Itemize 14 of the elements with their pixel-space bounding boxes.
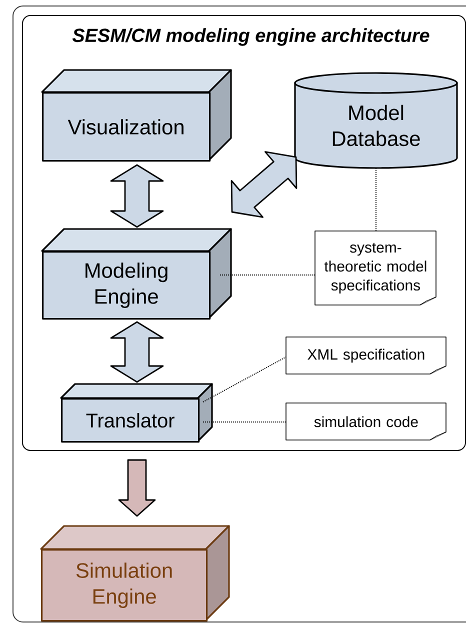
block-box: Translator xyxy=(60,383,213,443)
block-arrow xyxy=(230,151,298,218)
note-box: XML specification xyxy=(286,336,446,374)
block-box: Modeling Engine xyxy=(41,228,232,320)
block-arrow xyxy=(118,459,156,517)
database-cylinder: Model Database xyxy=(294,72,458,169)
block-arrow xyxy=(110,321,164,383)
dotted-connector xyxy=(220,274,316,276)
block-box: Simulation Engine xyxy=(40,525,230,622)
note-box: simulation code xyxy=(286,402,446,440)
note-box: system-theoretic model specifications xyxy=(314,230,436,306)
block-arrow xyxy=(110,164,164,228)
dotted-connector xyxy=(202,356,286,402)
block-box: Visualization xyxy=(41,69,232,162)
